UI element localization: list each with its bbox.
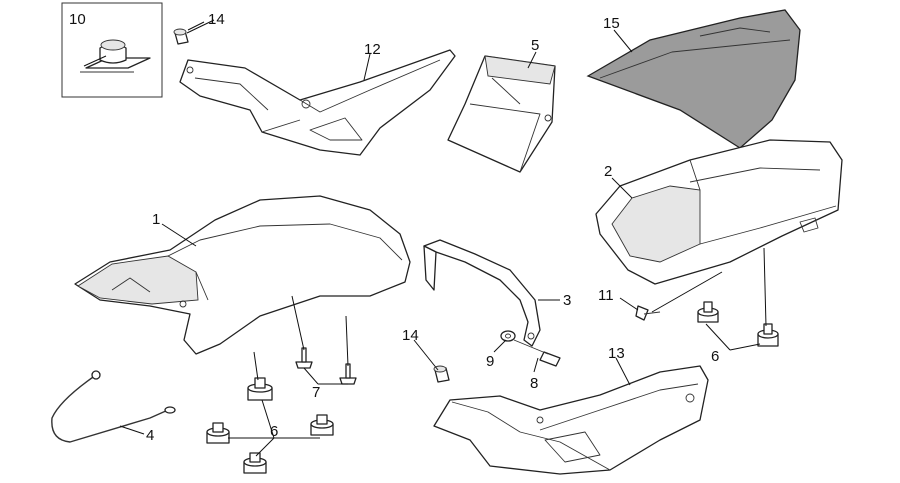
part-13-side-panel xyxy=(433,365,709,475)
label-part-9: 9 xyxy=(486,353,494,370)
label-part-6-left: 6 xyxy=(270,423,278,440)
label-part-4: 4 xyxy=(146,427,154,444)
part-14-top-clip xyxy=(173,21,205,45)
part-10-inset xyxy=(61,2,163,98)
part-9-washer xyxy=(500,330,516,342)
leader-lines xyxy=(119,19,767,457)
callout-labels: 10 14 12 5 15 2 1 3 11 6 14 9 8 13 7 4 6 xyxy=(69,11,719,444)
label-part-15: 15 xyxy=(603,15,620,32)
label-part-12: 12 xyxy=(364,41,381,58)
part-7-push-rivets xyxy=(295,347,357,385)
label-part-14-lower: 14 xyxy=(402,327,419,344)
label-part-10: 10 xyxy=(69,11,86,28)
part-14-lower-clip xyxy=(433,365,450,383)
label-part-11: 11 xyxy=(598,287,614,304)
part-5-under-seat-tray xyxy=(447,55,556,173)
label-part-6-right: 6 xyxy=(711,348,719,365)
label-part-1: 1 xyxy=(152,211,160,228)
part-2-rear-cowl xyxy=(595,139,843,285)
part-3-seat-bracket-strap xyxy=(423,239,541,347)
label-part-7: 7 xyxy=(312,384,320,401)
part-12-side-panel xyxy=(179,49,456,156)
label-part-14-top: 14 xyxy=(208,11,225,28)
label-part-5: 5 xyxy=(531,37,539,54)
label-part-13: 13 xyxy=(608,345,625,362)
part-15-seat-cowl-cover xyxy=(586,9,801,149)
label-part-3: 3 xyxy=(563,292,571,309)
label-part-8: 8 xyxy=(530,375,538,392)
label-part-2: 2 xyxy=(604,163,612,180)
part-6-rubber-bumpers-right xyxy=(697,301,779,347)
part-1-rider-seat xyxy=(74,195,411,355)
part-8-bolt xyxy=(513,339,561,367)
part-4-release-cable xyxy=(51,370,176,443)
part-6-rubber-bumpers-left xyxy=(206,377,334,474)
part-11-screw xyxy=(635,305,661,321)
